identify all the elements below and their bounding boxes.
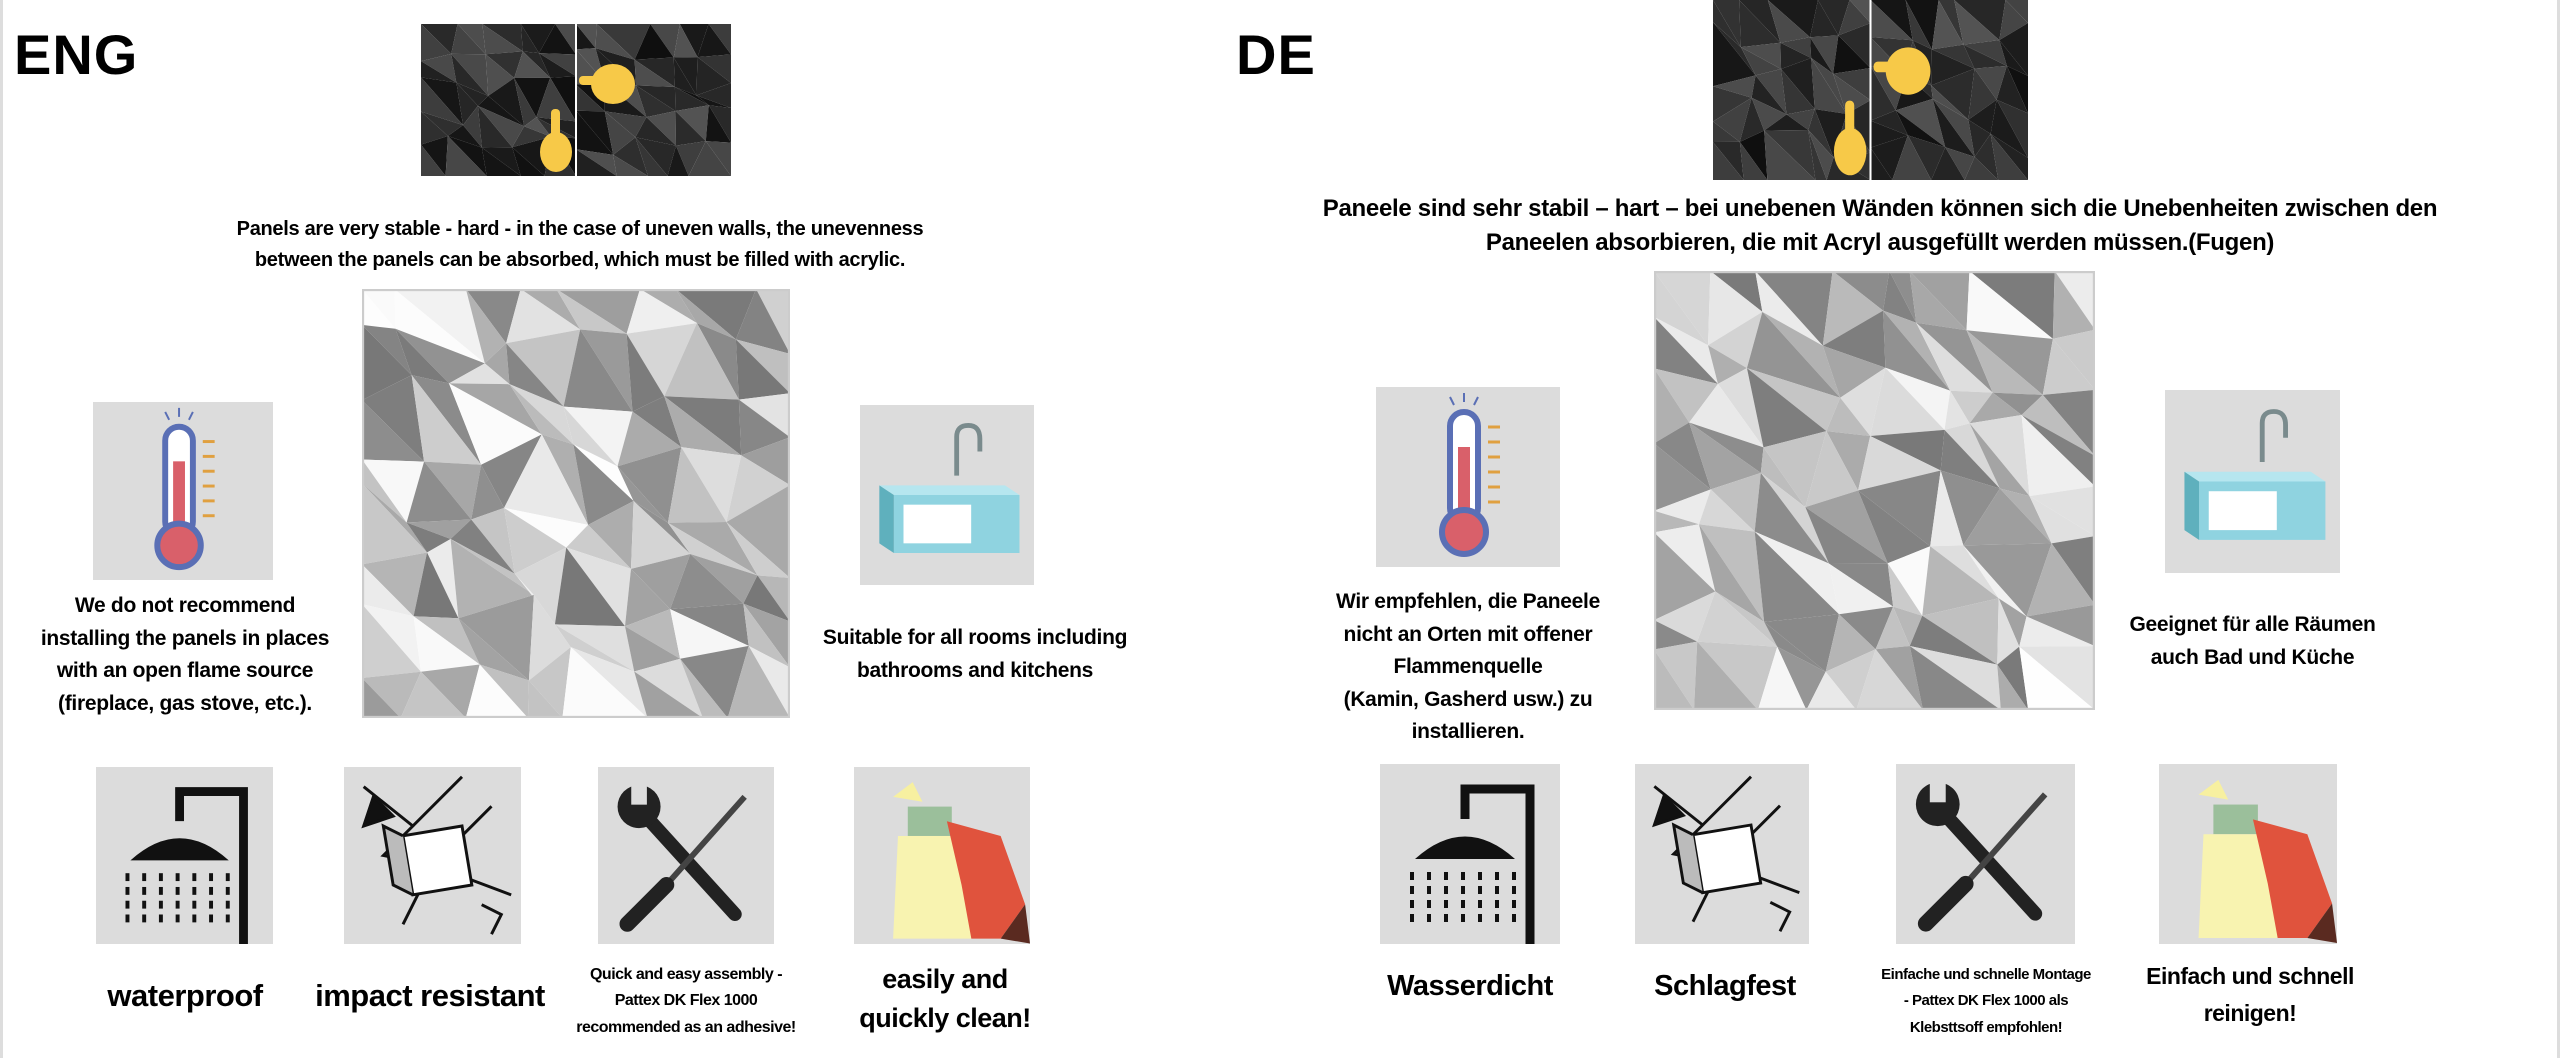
thermometer-icon (93, 402, 273, 580)
note-line: Suitable for all rooms including (822, 626, 1128, 649)
eng-rooms-note: Suitable for all rooms including bathroo… (790, 622, 1160, 687)
tools-icon (1896, 764, 2075, 944)
right-border (2557, 0, 2560, 1058)
white-3d-panel-image (1654, 271, 2095, 710)
label-line: Pattex DK Flex 1000 (614, 992, 758, 1010)
note-line: Wir empfehlen, die Paneele (1336, 590, 1600, 613)
note-line: nicht an Orten mit offener (1343, 622, 1593, 646)
sink-icon (2165, 390, 2340, 573)
impact-resistant-label: impact resistant (315, 978, 545, 1013)
sink-icon (860, 405, 1034, 585)
tools-icon (598, 767, 774, 944)
note-line: (Kamin, Gasherd usw.) zu (1343, 687, 1593, 711)
intro-line: Paneelen absorbieren, die mit Acryl ausg… (1485, 228, 2275, 256)
pointing-hand-icon (1833, 47, 1931, 176)
impact-resistant-label: Schlagfest (1654, 970, 1796, 1002)
note-line: auch Bad und Küche (2150, 645, 2355, 669)
shower-icon (96, 767, 273, 944)
thermometer-icon (1376, 387, 1560, 567)
de-heading: DE (1236, 23, 1316, 86)
impact-icon (344, 767, 521, 944)
eng-fire-note: We do not recommend installing the panel… (0, 590, 370, 720)
note-line: Geeignet für alle Räumen (2129, 613, 2376, 636)
label-line: Einfach und schnell (2146, 963, 2354, 989)
eng-heading: ENG (14, 23, 139, 86)
note-line: Flammenquelle (1393, 655, 1543, 679)
intro-line: Paneele sind sehr stabil – hart – bei un… (1322, 195, 2438, 222)
note-line: We do not recommend (74, 594, 296, 617)
note-line: installieren. (1411, 720, 1525, 744)
label-line: Quick and easy assembly - (589, 966, 783, 983)
clean-label: easily and quickly clean! (800, 960, 1090, 1038)
shower-icon (1380, 764, 1560, 944)
label-line: recommended as an adhesive! (576, 1018, 796, 1036)
label-line: reinigen! (2203, 999, 2297, 1026)
assembly-label: Quick and easy assembly - Pattex DK Flex… (536, 962, 836, 1041)
dark-panels-photo (1713, 0, 2028, 180)
intro-line: Panels are very stable - hard - in the c… (236, 218, 924, 240)
label-line: quickly clean! (859, 1003, 1031, 1034)
eng-intro-text: Panels are very stable - hard - in the c… (100, 214, 1060, 276)
white-3d-panel-image (362, 289, 790, 718)
impact-icon (1635, 764, 1809, 944)
pointing-hand-icon (540, 64, 635, 172)
de-rooms-note: Geeignet für alle Räumen auch Bad und Kü… (2070, 609, 2435, 674)
spray-bottle-icon (2159, 764, 2337, 944)
clean-label: Einfach und schnell reinigen! (2110, 958, 2390, 1032)
assembly-label: Einfache und schnelle Montage - Pattex D… (1836, 962, 2136, 1041)
note-line: with an open flame source (56, 659, 314, 683)
spray-bottle-icon (854, 767, 1030, 944)
dark-panels-photo (421, 24, 731, 176)
label-line: Einfache und schnelle Montage (1881, 966, 2091, 983)
intro-line: between the panels can be absorbed, whic… (254, 249, 906, 271)
note-line: bathrooms and kitchens (856, 658, 1094, 682)
de-intro-text: Paneele sind sehr stabil – hart – bei un… (1220, 192, 2540, 259)
label-line: easily and (882, 964, 1008, 994)
left-border (0, 0, 3, 1058)
note-line: installing the panels in places (40, 626, 330, 650)
label-line: - Pattex DK Flex 1000 als (1903, 992, 2069, 1010)
waterproof-label: waterproof (107, 978, 263, 1013)
label-line: Klebsttsoff empfohlen! (1909, 1018, 2063, 1036)
note-line: (fireplace, gas stove, etc.). (58, 691, 312, 715)
waterproof-label: Wasserdicht (1387, 970, 1553, 1002)
de-fire-note: Wir empfehlen, die Paneele nicht an Orte… (1283, 586, 1653, 749)
